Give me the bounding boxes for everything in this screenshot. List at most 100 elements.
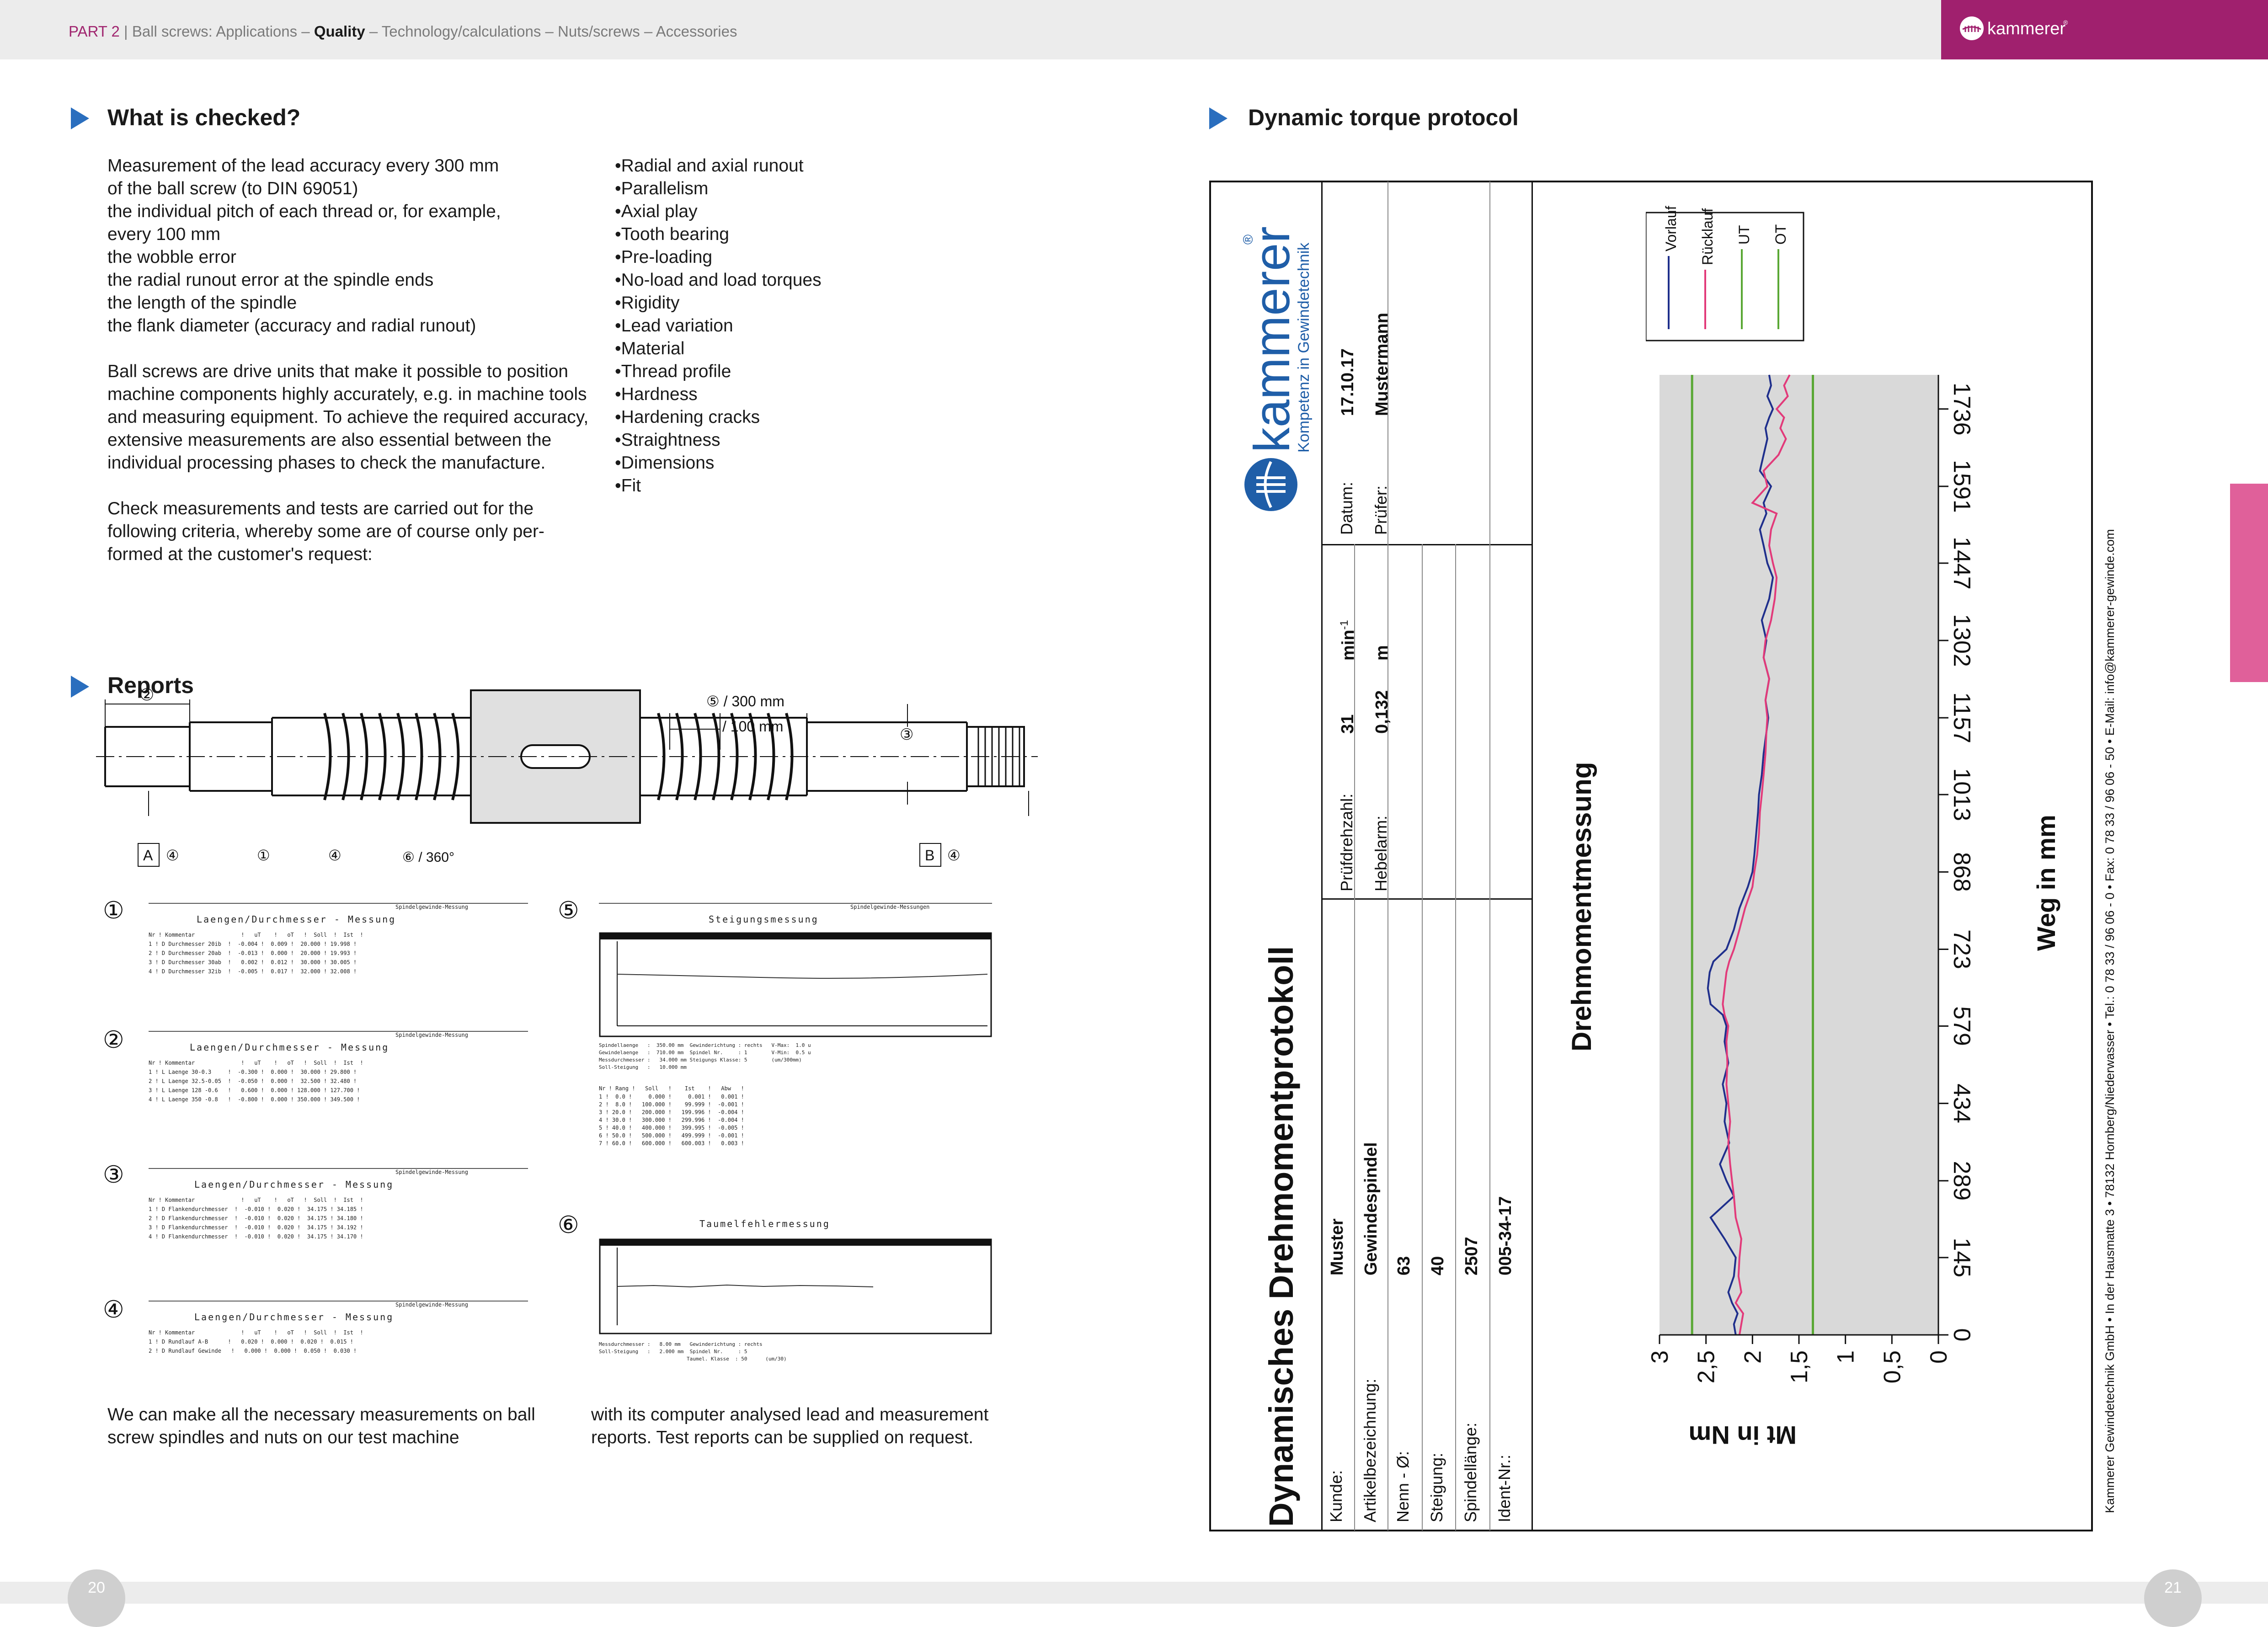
report-rule <box>149 1301 528 1302</box>
field-value-pruefer: Mustermann <box>1372 313 1392 416</box>
caption-right: with its computer analysed lead and meas… <box>591 1405 989 1447</box>
drawing-callout-3: ③ <box>900 725 913 744</box>
field-label-steigung: Steigung: <box>1427 1452 1446 1522</box>
chart-legend-box <box>1646 212 1804 341</box>
legend-label-ruecklauf: Rücklauf <box>1699 208 1716 265</box>
protocol-row-line <box>1354 544 1355 1531</box>
report-info: Messdurchmesser : 8.00 mm Gewinderichtun… <box>599 1341 763 1347</box>
torque-bullet-icon <box>1209 107 1227 129</box>
ball-screw-drawing: ② ⑤ / 300 mm / 100 mm ③ A ④ ① ④ ⑥ / 360°… <box>96 686 1038 867</box>
field-value-spindellaenge: 2507 <box>1462 1237 1481 1275</box>
report-row: 3 ! D Flankendurchmesser ! -0.010 ! 0.02… <box>149 1224 363 1231</box>
chart-x-tick-label: 1736 <box>1948 383 1975 436</box>
drawing-callout-4-mid: ④ <box>328 847 342 864</box>
report-row: 2 ! D Flankendurchmesser ! -0.010 ! 0.02… <box>149 1215 363 1222</box>
report-3[interactable]: Spindelgewinde-Messung Laengen/Durchmess… <box>149 1168 528 1241</box>
report-row: 2 ! 8.0 ! 100.000 ! 99.999 ! -0.001 ! <box>599 1101 744 1108</box>
criteria-item: Dimensions <box>615 452 822 475</box>
torque-chart: 0145289434579723868101311571302144715911… <box>1646 206 2060 1450</box>
lead-plot-title-bar <box>600 933 991 939</box>
field-label-nenn: Nenn - Ø: <box>1393 1451 1412 1522</box>
brand-logo-thread-icon <box>1962 26 1981 32</box>
intro-line: of the ball screw (to DIN 69051) <box>107 179 358 198</box>
intro-line: the radial runout error at the spindle e… <box>107 270 434 290</box>
breadcrumb-part[interactable]: PART 2 <box>69 23 120 40</box>
criteria-item: Hardening cracks <box>615 406 822 429</box>
chart-y-ticks: 00,511,522,53 <box>1647 1335 1952 1383</box>
chart-series-rcklauf-line <box>1722 374 1791 1335</box>
chart-plot-area <box>1660 375 1938 1335</box>
datum-b-label: B <box>925 847 934 864</box>
page-number-left: 20 <box>68 1569 125 1627</box>
report-columns: Nr ! Rang ! Soll ! Ist ! Abw ! <box>599 1085 744 1092</box>
report-rule <box>599 903 992 904</box>
criteria-item: Pre-loading <box>615 246 822 269</box>
report-5[interactable]: Spindelgewinde-Messungen Steigungsmessun… <box>599 903 992 1147</box>
field-label-datum: Datum: <box>1337 481 1356 535</box>
report-rule <box>149 903 528 904</box>
breadcrumb-prefix[interactable]: Ball screws: Applications – <box>132 23 314 40</box>
report-row: 2 ! D Durchmesser 20ab ! -0.013 ! 0.000 … <box>149 950 357 956</box>
ball-screw-thread-left <box>323 713 460 800</box>
report-1[interactable]: Spindelgewinde-Messung Laengen/Durchmess… <box>149 903 528 976</box>
brand-logo[interactable]: kammerer ® <box>1954 10 2092 47</box>
breadcrumb-suffix[interactable]: – Technology/calculations – Nuts/screws … <box>365 23 737 40</box>
caption-left: We can make all the necessary measuremen… <box>107 1405 535 1447</box>
field-value-ident: 005-34-17 <box>1496 1196 1515 1275</box>
report-info: Taumel. Klasse : 50 (um/30) <box>599 1356 787 1362</box>
chart-series-vorlauf-line <box>1707 374 1774 1335</box>
chart-y-tick-label: 2 <box>1740 1350 1766 1364</box>
what-checked-bullet-icon <box>71 107 89 129</box>
protocol-logo-reg: ® <box>1241 235 1256 245</box>
criteria-item: Hardness <box>615 383 822 406</box>
datum-a-box <box>138 843 160 867</box>
criteria-item: Thread profile <box>615 360 822 383</box>
report-columns: Nr ! Kommentar ! uT ! oT ! Soll ! Ist ! <box>149 1197 363 1203</box>
brand-logo-text: kammerer <box>1987 19 2065 38</box>
report-title: Laengen/Durchmesser - Messung <box>194 1312 394 1323</box>
report-row: 3 ! 20.0 ! 200.000 ! 199.996 ! -0.004 ! <box>599 1109 744 1115</box>
chart-x-tick-label: 1013 <box>1948 768 1975 821</box>
report-4[interactable]: Spindelgewinde-Messung Laengen/Durchmess… <box>149 1301 528 1355</box>
footer-bar <box>0 1582 2268 1604</box>
criteria-item: Fit <box>615 475 822 497</box>
field-value-hebelarm: 0,132 <box>1372 690 1392 734</box>
drawing-dim-300: ⑤ / 300 mm <box>706 693 784 709</box>
report-6[interactable]: Taumelfehlermessung Messdurchmesser : 8.… <box>599 1218 992 1363</box>
drawing-callout-4-right: ④ <box>947 847 961 864</box>
protocol-logo-mark-icon <box>1244 458 1297 511</box>
field-label-pruefdrehzahl: Prüfdrehzahl: <box>1337 793 1356 891</box>
report-row: 7 ! 60.0 ! 600.000 ! 600.003 ! 0.003 ! <box>599 1140 744 1147</box>
protocol-row-line <box>1455 544 1456 1531</box>
report-2[interactable]: Spindelgewinde-Messung Laengen/Durchmess… <box>149 1031 528 1104</box>
report-row: 6 ! 50.0 ! 500.000 ! 499.999 ! -0.001 ! <box>599 1132 744 1139</box>
breadcrumb-current[interactable]: Quality <box>314 23 365 40</box>
report-title: Laengen/Durchmesser - Messung <box>190 1042 390 1053</box>
criteria-item: Axial play <box>615 200 822 223</box>
chart-y-tick-label: 0,5 <box>1879 1350 1905 1383</box>
chart-heading: Drehmomentmessung <box>1566 762 1597 1051</box>
section-side-tab[interactable] <box>2230 484 2268 682</box>
report-row: 1 ! D Rundlauf A-B ! 0.020 ! 0.000 ! 0.0… <box>149 1339 353 1345</box>
field-value-steigung: 40 <box>1428 1256 1447 1275</box>
report-row: 2 ! L Laenge 32.5-0.05 ! -0.050 ! 0.000 … <box>149 1078 357 1084</box>
protocol-divider <box>1321 181 1323 1531</box>
lead-plot-frame <box>599 932 992 1037</box>
report-row: 4 ! 30.0 ! 300.000 ! 299.996 ! -0.004 ! <box>599 1117 744 1123</box>
chart-x-tick-label: 1302 <box>1948 614 1975 667</box>
report-info: Soll-Steigung : 10.000 mm <box>599 1064 687 1070</box>
field-label-artikel: Artikelbezeichnung: <box>1361 1378 1379 1522</box>
protocol-row-line <box>1422 544 1423 1531</box>
intro-line: Measurement of the lead accuracy every 3… <box>107 156 499 176</box>
chart-x-tick-label: 1591 <box>1948 460 1975 513</box>
protocol-divider <box>1321 544 1532 545</box>
report-row: 4 ! D Durchmesser 32ib ! -0.005 ! 0.017 … <box>149 968 357 975</box>
report-rule <box>149 1168 528 1169</box>
what-checked-heading: What is checked? <box>107 105 301 130</box>
report-columns: Nr ! Kommentar ! uT ! oT ! Soll ! Ist ! <box>149 1329 363 1336</box>
ball-screw-thread-right <box>657 713 794 800</box>
protocol-row-line <box>1489 181 1490 1531</box>
chart-y-tick-label: 0 <box>1926 1350 1952 1364</box>
report-row: 1 ! 0.0 ! 0.000 ! 0.001 ! 0.001 ! <box>599 1094 744 1100</box>
report-rule <box>149 1031 528 1032</box>
